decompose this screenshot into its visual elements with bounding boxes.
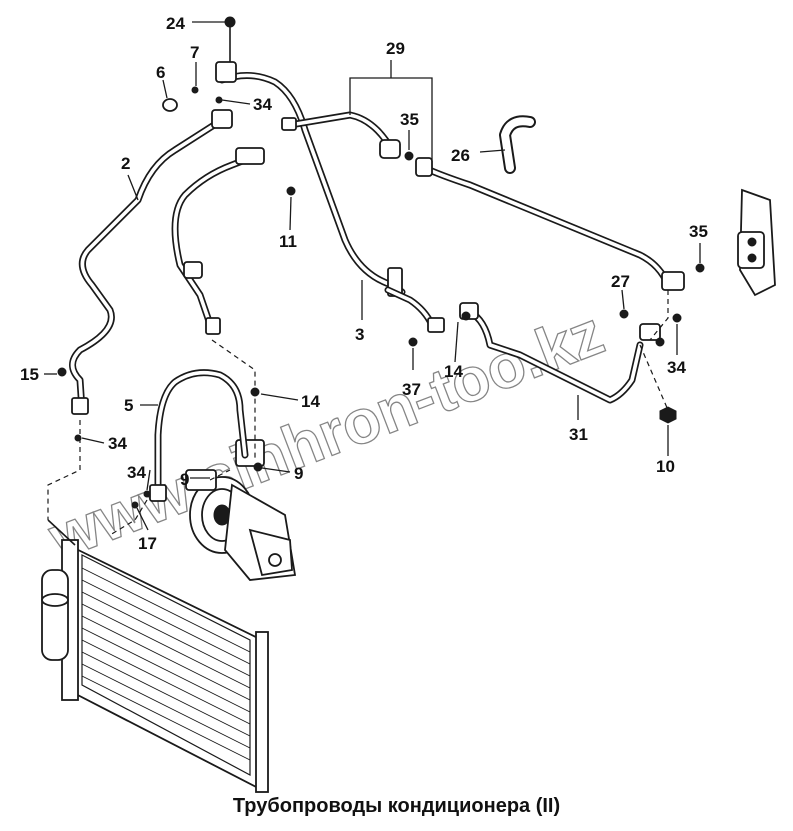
compressor: [185, 439, 297, 581]
callout-34c: 34: [108, 434, 127, 453]
callout-35: 35: [400, 110, 419, 129]
callout-34: 34: [253, 95, 272, 114]
callout-10: 10: [656, 457, 675, 476]
callout-37: 37: [402, 380, 421, 399]
leader-lines: [44, 21, 701, 531]
figure-caption: Трубопроводы кондиционера (II): [232, 795, 561, 817]
callouts: 24 7 6 34 29 35 26 2 11 35 27 3 14 37 34…: [20, 14, 708, 553]
callout-2: 2: [121, 154, 130, 173]
assembly-lines: [47, 290, 669, 536]
callout-9b: 9: [294, 464, 303, 483]
callout-14: 14: [444, 362, 463, 381]
pipe-11-hose: [171, 147, 265, 335]
pipe-5-hose: [149, 369, 249, 502]
pipe-31: [459, 302, 661, 404]
callout-7: 7: [190, 43, 199, 62]
evaporator-flange: [737, 188, 776, 297]
callout-31: 31: [569, 425, 588, 444]
callout-14b: 14: [301, 392, 320, 411]
callout-34d: 34: [127, 463, 146, 482]
pipe-2: [69, 109, 233, 414]
callout-34b: 34: [667, 358, 686, 377]
callout-5: 5: [124, 396, 133, 415]
pipe-3: [384, 286, 445, 333]
condenser: [41, 519, 269, 793]
callout-24: 24: [166, 14, 185, 33]
pipe-29-suction: [281, 111, 685, 291]
callout-26: 26: [451, 146, 470, 165]
pipe-top-loop: [218, 72, 406, 297]
callout-9: 9: [180, 470, 189, 489]
fasteners: [57, 16, 705, 509]
callout-3: 3: [355, 325, 364, 344]
callout-6: 6: [156, 63, 165, 82]
hose-26: [499, 115, 536, 174]
callout-17: 17: [138, 534, 157, 553]
callout-11: 11: [279, 232, 297, 251]
callout-29: 29: [386, 39, 405, 58]
callout-35b: 35: [689, 222, 708, 241]
callout-27: 27: [611, 272, 630, 291]
callout-15: 15: [20, 365, 39, 384]
